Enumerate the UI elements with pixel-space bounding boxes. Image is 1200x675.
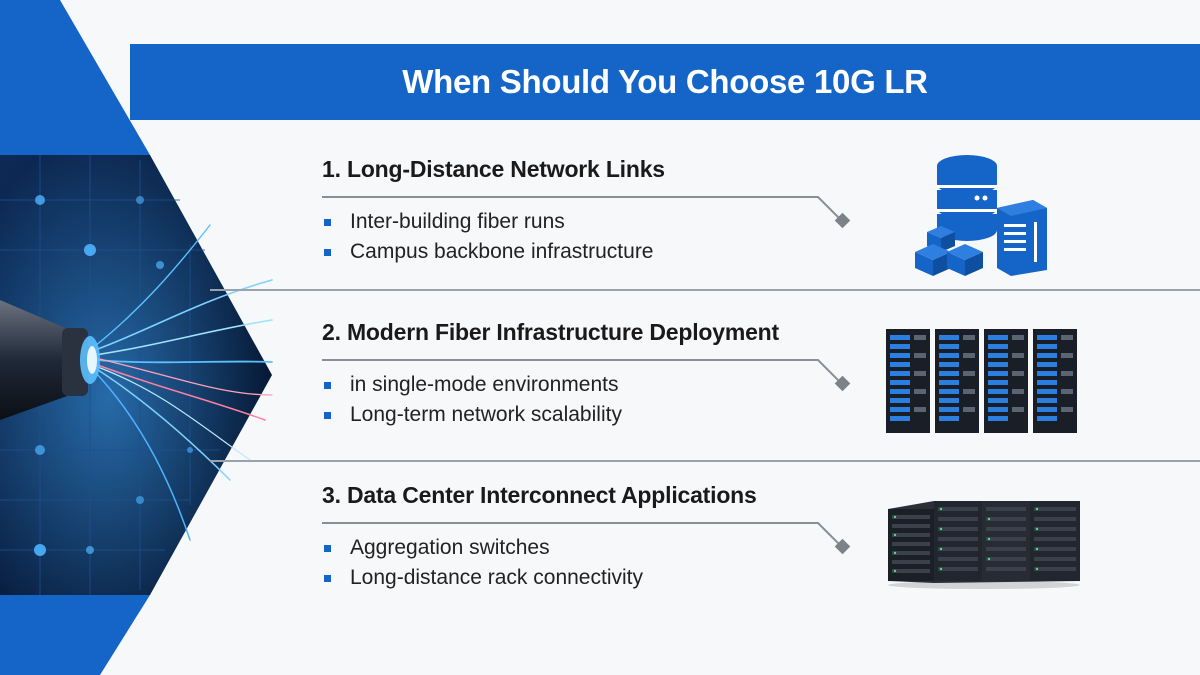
list-item: Campus backbone infrastructure <box>322 237 654 267</box>
title-banner: When Should You Choose 10G LR <box>130 44 1200 120</box>
fiber-optic-cable-icon <box>0 0 273 675</box>
database-server-icon <box>915 155 1047 276</box>
bullet-square-icon <box>324 575 331 582</box>
connector-line <box>322 522 851 555</box>
rack-server-cluster-icon <box>888 501 1080 589</box>
bullet-square-icon <box>324 412 331 419</box>
section-title: 2. Modern Fiber Infrastructure Deploymen… <box>322 319 779 345</box>
bullet-list: in single-mode environments Long-term ne… <box>322 370 622 430</box>
bullet-square-icon <box>324 249 331 256</box>
page-title: When Should You Choose 10G LR <box>402 63 928 100</box>
list-item: Inter-building fiber runs <box>322 207 654 237</box>
connector-line <box>322 359 851 392</box>
bullet-list: Inter-building fiber runs Campus backbon… <box>322 207 654 267</box>
section-title: 3. Data Center Interconnect Applications <box>322 482 757 508</box>
section-divider <box>210 460 1200 462</box>
bullet-square-icon <box>324 219 331 226</box>
bullet-list: Aggregation switches Long-distance rack … <box>322 533 643 593</box>
section-fiber-deployment: 2. Modern Fiber Infrastructure Deploymen… <box>322 318 882 426</box>
section-divider <box>210 289 1200 291</box>
section-data-center: 3. Data Center Interconnect Applications… <box>322 481 882 589</box>
list-item: Long-distance rack connectivity <box>322 563 643 593</box>
connector-line <box>322 196 851 229</box>
bullet-square-icon <box>324 382 331 389</box>
section-long-distance: 1. Long-Distance Network Links Inter-bui… <box>322 155 882 263</box>
list-item: Aggregation switches <box>322 533 643 563</box>
section-title: 1. Long-Distance Network Links <box>322 156 665 182</box>
bullet-square-icon <box>324 545 331 552</box>
list-item: Long-term network scalability <box>322 400 622 430</box>
server-racks-icon <box>886 329 1077 433</box>
list-item: in single-mode environments <box>322 370 622 400</box>
